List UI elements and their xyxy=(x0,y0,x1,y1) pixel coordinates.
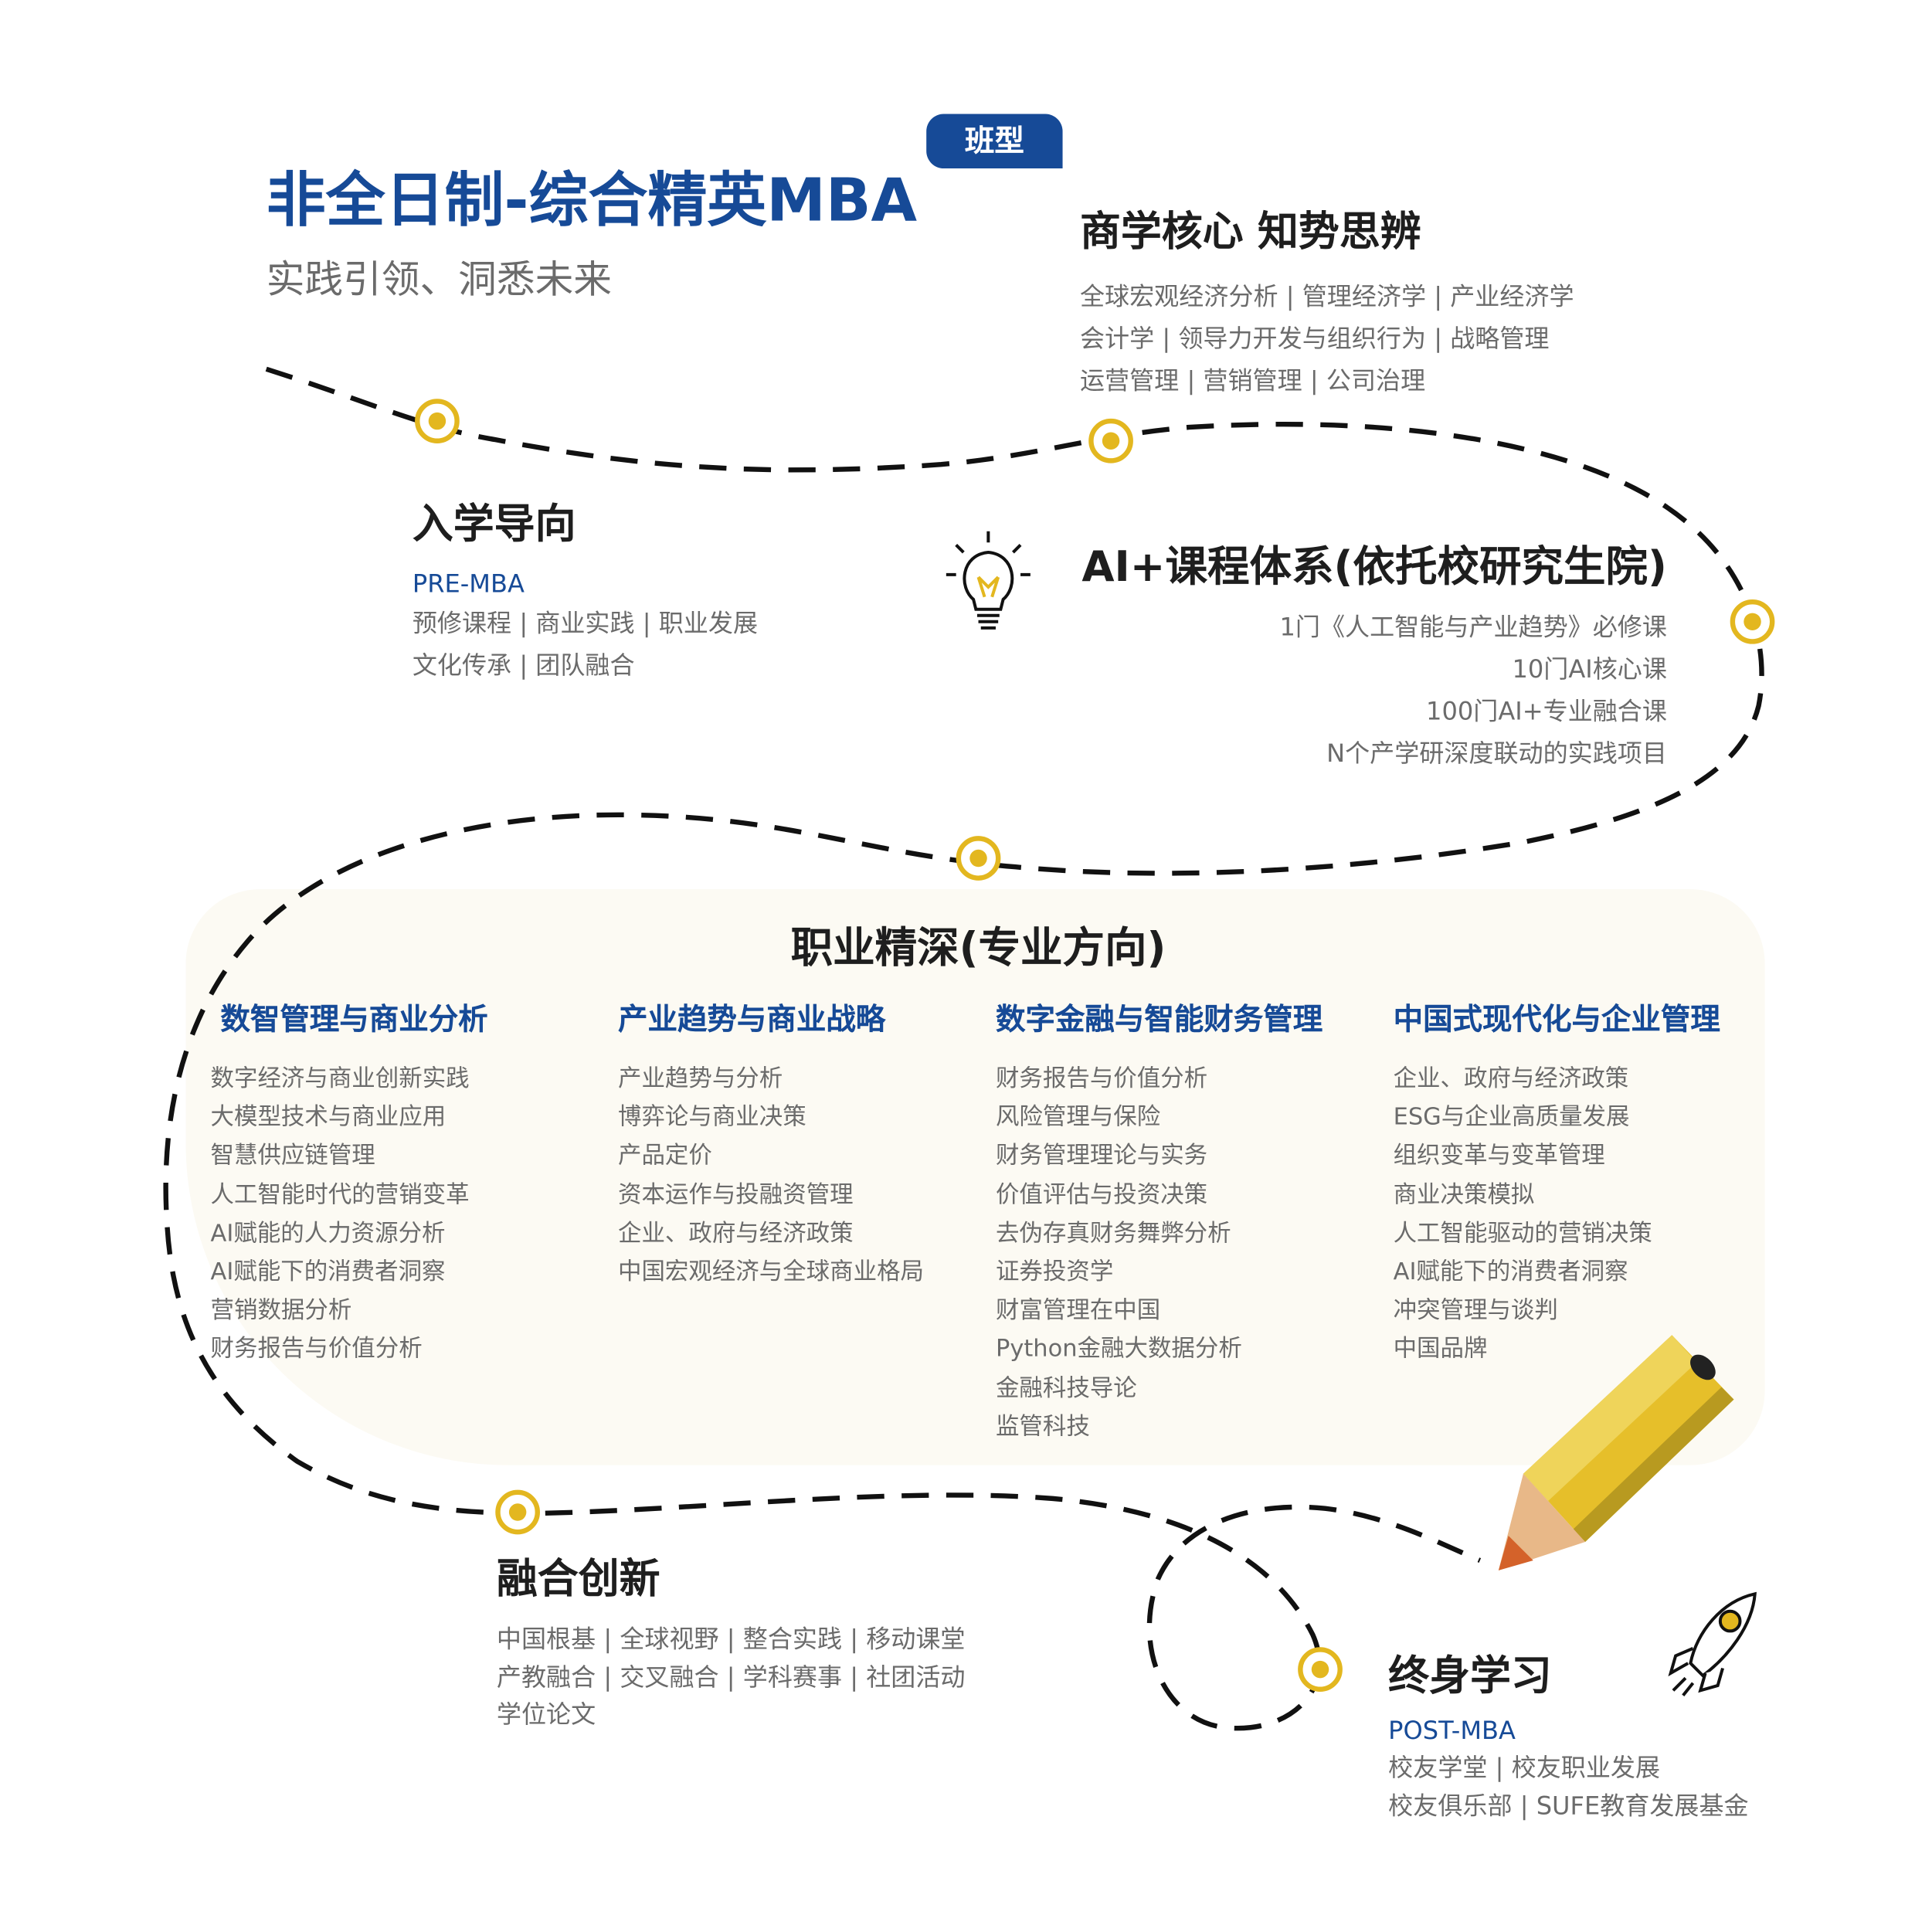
course-item: 产业趋势与分析 xyxy=(617,1064,783,1093)
lifelong-line: 校友俱乐部 | SUFE教育发展基金 xyxy=(1388,1791,1749,1821)
core-section: 商学核心 知势思辨 全球宏观经济分析 | 管理经济学 | 产业经济学 会计学 |… xyxy=(1080,199,1574,402)
course-item: 风险管理与保险 xyxy=(995,1103,1161,1132)
milestone-dot-lifelong xyxy=(1298,1647,1343,1692)
course-item: 企业、政府与经济政策 xyxy=(1393,1064,1629,1093)
ai-line: 100门AI+专业融合课 xyxy=(1426,695,1667,726)
course-item: 智慧供应链管理 xyxy=(210,1142,375,1170)
orientation-section: 入学导向 PRE-MBA 预修课程 | 商业实践 | 职业发展 文化传承 | 团… xyxy=(413,491,758,686)
core-line: 运营管理 | 营销管理 | 公司治理 xyxy=(1079,365,1426,396)
rocket-icon xyxy=(1668,1591,1757,1697)
innovation-section: 融合创新 中国根基 | 全球视野 | 整合实践 | 移动课堂 产教融合 | 交叉… xyxy=(497,1546,966,1733)
innovation-title: 融合创新 xyxy=(496,1554,660,1603)
course-item: 产品定价 xyxy=(617,1142,712,1170)
class-type-badge: 班型 xyxy=(926,114,1063,169)
column-items: 财务报告与价值分析风险管理与保险财务管理理论与实务价值评估与投资决策去伪存真财务… xyxy=(996,1060,1323,1446)
orientation-tag: PRE-MBA xyxy=(412,568,525,599)
course-item: 金融科技导论 xyxy=(995,1373,1137,1402)
lifelong-section: 终身学习 POST-MBA 校友学堂 | 校友职业发展 校友俱乐部 | SUFE… xyxy=(1388,1642,1748,1825)
core-line: 会计学 | 领导力开发与组织行为 | 战略管理 xyxy=(1079,323,1550,353)
course-item: 大模型技术与商业应用 xyxy=(210,1103,446,1132)
course-item: 营销数据分析 xyxy=(210,1296,352,1325)
career-column: 数字金融与智能财务管理 财务报告与价值分析风险管理与保险财务管理理论与实务价值评… xyxy=(996,994,1323,1446)
course-item: 商业决策模拟 xyxy=(1393,1180,1535,1209)
course-item: 中国品牌 xyxy=(1393,1335,1488,1363)
milestone-dot-innovation xyxy=(495,1489,540,1535)
course-item: AI赋能下的消费者洞察 xyxy=(1393,1258,1628,1286)
milestone-dot-core xyxy=(1088,418,1133,463)
column-items: 数字经济与商业创新实践大模型技术与商业应用智慧供应链管理人工智能时代的营销变革 A… xyxy=(211,1060,488,1369)
lightbulb-icon xyxy=(946,531,1031,630)
milestone-dot-ai xyxy=(1730,599,1775,644)
career-panel-bg xyxy=(185,889,1765,1465)
course-item: 人工智能时代的营销变革 xyxy=(210,1180,470,1209)
column-title: 数智管理与商业分析 xyxy=(220,1001,488,1037)
page-subtitle: 实践引领、洞悉未来 xyxy=(266,257,612,303)
lifelong-line: 校友学堂 | 校友职业发展 xyxy=(1388,1752,1661,1783)
milestone-dot-career xyxy=(956,836,1001,881)
career-column: 数智管理与商业分析 数字经济与商业创新实践大模型技术与商业应用智慧供应链管理人工… xyxy=(211,994,488,1369)
orientation-line: 文化传承 | 团队融合 xyxy=(412,650,635,681)
column-title: 产业趋势与商业战略 xyxy=(617,1001,886,1037)
course-item: Python金融大数据分析 xyxy=(995,1335,1242,1363)
course-item: 数字经济与商业创新实践 xyxy=(210,1064,470,1093)
course-item: 财务报告与价值分析 xyxy=(995,1064,1208,1093)
course-item: AI赋能的人力资源分析 xyxy=(210,1219,446,1248)
lifelong-tag: POST-MBA xyxy=(1388,1715,1516,1745)
lifelong-title: 终身学习 xyxy=(1388,1651,1552,1699)
course-item: 人工智能驱动的营销决策 xyxy=(1393,1219,1652,1248)
ai-line: 10门AI核心课 xyxy=(1512,654,1667,684)
career-title: 职业精深(专业方向) xyxy=(790,923,1166,974)
milestone-dot-orientation xyxy=(415,399,460,443)
course-item: AI赋能下的消费者洞察 xyxy=(210,1258,446,1286)
page-title: 非全日制-综合精英MBA xyxy=(266,165,918,236)
pencil-icon xyxy=(1498,1335,1734,1570)
core-title: 商学核心 知势思辨 xyxy=(1079,206,1421,256)
course-item: 财富管理在中国 xyxy=(995,1296,1161,1325)
badge-label: 班型 xyxy=(964,124,1024,159)
course-item: 中国宏观经济与全球商业格局 xyxy=(617,1258,925,1286)
orientation-title: 入学导向 xyxy=(412,499,576,548)
course-item: ESG与企业高质量发展 xyxy=(1393,1103,1630,1132)
course-item: 监管科技 xyxy=(995,1412,1090,1441)
career-column: 中国式现代化与企业管理 企业、政府与经济政策 ESG与企业高质量发展组织变革与变革… xyxy=(1394,994,1720,1369)
ai-line: 1门《人工智能与产业趋势》必修课 xyxy=(1279,611,1667,642)
ai-line: N个产学研深度联动的实践项目 xyxy=(1326,738,1667,768)
course-item: 博弈论与商业决策 xyxy=(617,1103,806,1132)
column-items: 企业、政府与经济政策 ESG与企业高质量发展组织变革与变革管理商业决策模拟人工智能… xyxy=(1394,1060,1720,1369)
column-title: 数字金融与智能财务管理 xyxy=(995,1001,1323,1037)
column-items: 产业趋势与分析博弈论与商业决策产品定价资本运作与投融资管理企业、政府与经济政策中… xyxy=(618,1060,924,1292)
course-item: 冲突管理与谈判 xyxy=(1393,1296,1558,1325)
career-column: 产业趋势与商业战略 产业趋势与分析博弈论与商业决策产品定价资本运作与投融资管理企… xyxy=(618,994,924,1292)
course-item: 资本运作与投融资管理 xyxy=(617,1180,854,1209)
course-item: 财务报告与价值分析 xyxy=(210,1335,423,1363)
innovation-line: 学位论文 xyxy=(496,1699,596,1730)
course-item: 证券投资学 xyxy=(995,1258,1114,1286)
course-item: 组织变革与变革管理 xyxy=(1393,1142,1605,1170)
column-title: 中国式现代化与企业管理 xyxy=(1393,1001,1720,1037)
core-line: 全球宏观经济分析 | 管理经济学 | 产业经济学 xyxy=(1079,280,1574,311)
innovation-line: 产教融合 | 交叉融合 | 学科赛事 | 社团活动 xyxy=(496,1661,966,1692)
course-item: 价值评估与投资决策 xyxy=(995,1180,1208,1209)
innovation-line: 中国根基 | 全球视野 | 整合实践 | 移动课堂 xyxy=(496,1623,966,1654)
course-item: 去伪存真财务舞弊分析 xyxy=(995,1219,1231,1248)
ai-title: AI+课程体系(依托校研究生院) xyxy=(1081,542,1667,593)
course-item: 财务管理理论与实务 xyxy=(995,1142,1208,1170)
ai-section: AI+课程体系(依托校研究生院) 1门《人工智能与产业趋势》必修课 10门AI核… xyxy=(1081,532,1667,774)
orientation-line: 预修课程 | 商业实践 | 职业发展 xyxy=(412,608,759,638)
course-item: 企业、政府与经济政策 xyxy=(617,1219,854,1248)
